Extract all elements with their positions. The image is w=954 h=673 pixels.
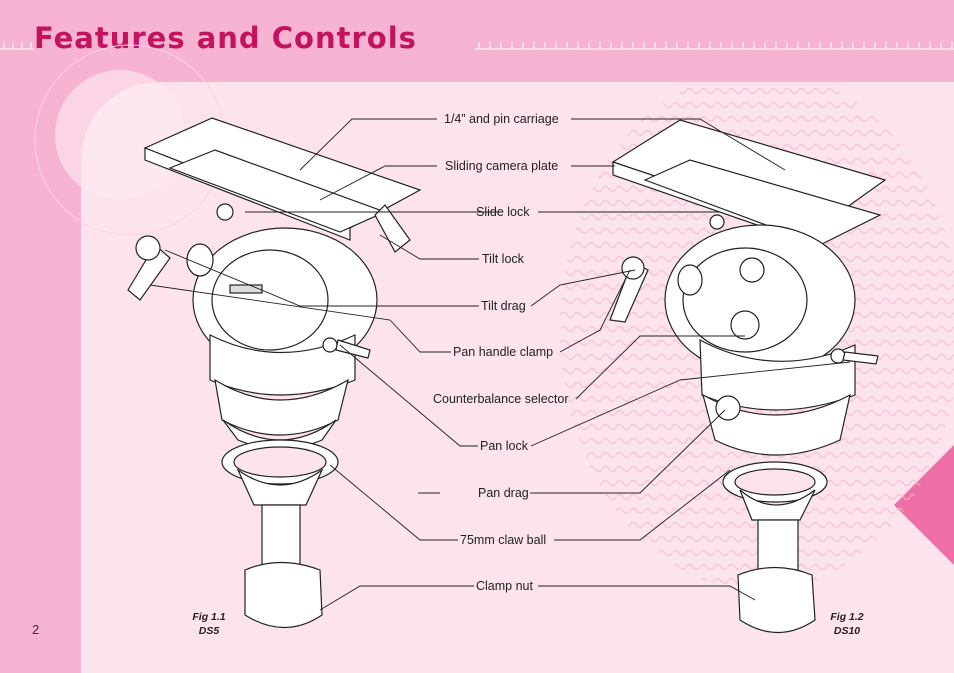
- corner-accent-triangle: [894, 445, 954, 565]
- figure-number: Fig 1.1: [192, 611, 226, 623]
- header-band: [0, 0, 954, 82]
- callout-sliding-camera-plate: Sliding camera plate: [445, 159, 559, 173]
- figure-model: DS10: [833, 625, 861, 637]
- figure-number: Fig 1.2: [830, 611, 864, 623]
- figure-caption-ds5: Fig 1.1 DS5: [188, 610, 230, 638]
- callout-clamp-nut: Clamp nut: [476, 579, 533, 593]
- ds10-tripod-drawing: [609, 119, 887, 634]
- page-number: 2: [32, 622, 40, 637]
- left-margin-strip: [0, 82, 81, 673]
- title-ruler-right: [475, 42, 954, 50]
- callout-leader-lines: [149, 118, 851, 611]
- callout-pin-carriage: 1/4” and pin carriage: [444, 112, 559, 126]
- figure-caption-ds10: Fig 1.2 DS10: [826, 610, 868, 638]
- callout-pan-handle-clamp: Pan handle clamp: [453, 345, 554, 359]
- callout-counterbalance-selector: Counterbalance selector: [433, 392, 569, 406]
- figure-model: DS5: [198, 625, 220, 637]
- callout-claw-ball: 75mm claw ball: [460, 533, 547, 547]
- page-title: Features and Controls: [34, 21, 417, 55]
- callout-pan-drag: Pan drag: [478, 486, 529, 500]
- callout-tilt-drag: Tilt drag: [481, 299, 526, 313]
- title-ruler-left: [0, 42, 34, 50]
- callout-slide-lock: Slide lock: [476, 205, 530, 219]
- decorative-circle-inner: [55, 70, 185, 200]
- callout-tilt-lock: Tilt lock: [482, 252, 524, 266]
- callout-pan-lock: Pan lock: [480, 439, 528, 453]
- ds5-tripod-drawing: [127, 117, 422, 629]
